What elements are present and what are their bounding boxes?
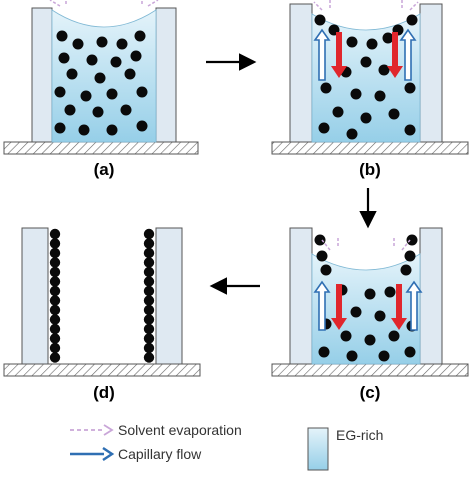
particle: [143, 295, 155, 306]
particle: [49, 228, 61, 240]
particle: [49, 238, 61, 249]
panel-label: (d): [93, 383, 115, 402]
particle: [49, 333, 61, 344]
left-wall: [289, 227, 313, 365]
panel-b: (b): [271, 0, 469, 179]
right-wall: [155, 7, 177, 143]
right-wall: [419, 3, 443, 143]
legend-label: Capillary flow: [118, 446, 202, 462]
particle: [49, 247, 61, 259]
particle: [143, 352, 155, 363]
left-wall: [289, 3, 313, 143]
substrate: [3, 141, 199, 155]
particle: [143, 304, 155, 316]
particles: [54, 30, 148, 136]
return-flow-arrow: [331, 284, 407, 330]
particle: [143, 342, 155, 354]
particle: [49, 295, 61, 306]
particle: [49, 285, 61, 297]
panel-label: (b): [359, 160, 381, 179]
legend-capillary: Capillary flow: [70, 446, 202, 462]
evaporation-icon: [313, 0, 419, 11]
particle: [143, 238, 155, 249]
deposited-particles-right: [143, 228, 155, 363]
particle: [143, 323, 155, 335]
particle: [49, 266, 61, 278]
particle: [143, 257, 155, 268]
particle: [143, 247, 155, 259]
substrate: [271, 141, 469, 155]
particle: [49, 304, 61, 316]
panel-a: (a): [3, 0, 199, 179]
legend-eg-rich: EG-rich: [307, 427, 383, 471]
panel-label: (c): [360, 383, 381, 402]
left-wall: [21, 227, 49, 365]
evaporation-arrow-head: [103, 424, 114, 436]
panel-label: (a): [94, 160, 115, 179]
legend-label: EG-rich: [336, 427, 383, 443]
deposited-particles-left: [49, 228, 61, 363]
particle: [143, 266, 155, 278]
panel-d: (d): [3, 227, 201, 402]
particle: [143, 314, 155, 325]
return-flow-arrow: [331, 32, 403, 78]
particle: [143, 276, 155, 287]
evaporation-icon: [49, 0, 159, 7]
capillary-flow-arrow: [313, 280, 423, 331]
particle: [143, 228, 155, 240]
process-arrows: [206, 53, 377, 295]
particle: [49, 352, 61, 363]
particle: [143, 333, 155, 344]
evaporation-icon: [321, 236, 411, 251]
eg-rich-swatch: [307, 427, 329, 471]
substrate: [3, 363, 201, 377]
particle: [49, 257, 61, 268]
capillary-flow-arrow: [313, 28, 417, 81]
legend: Solvent evaporation Capillary flow EG-ri…: [70, 422, 383, 471]
particle: [49, 342, 61, 354]
right-wall: [155, 227, 183, 365]
legend-label: Solvent evaporation: [118, 422, 242, 438]
particle: [49, 276, 61, 287]
left-wall: [31, 7, 53, 143]
legend-evaporation: Solvent evaporation: [70, 422, 242, 438]
particle: [143, 285, 155, 297]
panel-c: (c): [271, 227, 469, 402]
particle: [49, 314, 61, 325]
capillary-arrow-head: [102, 446, 115, 462]
substrate: [271, 363, 469, 377]
right-wall: [419, 227, 443, 365]
particle: [49, 323, 61, 335]
